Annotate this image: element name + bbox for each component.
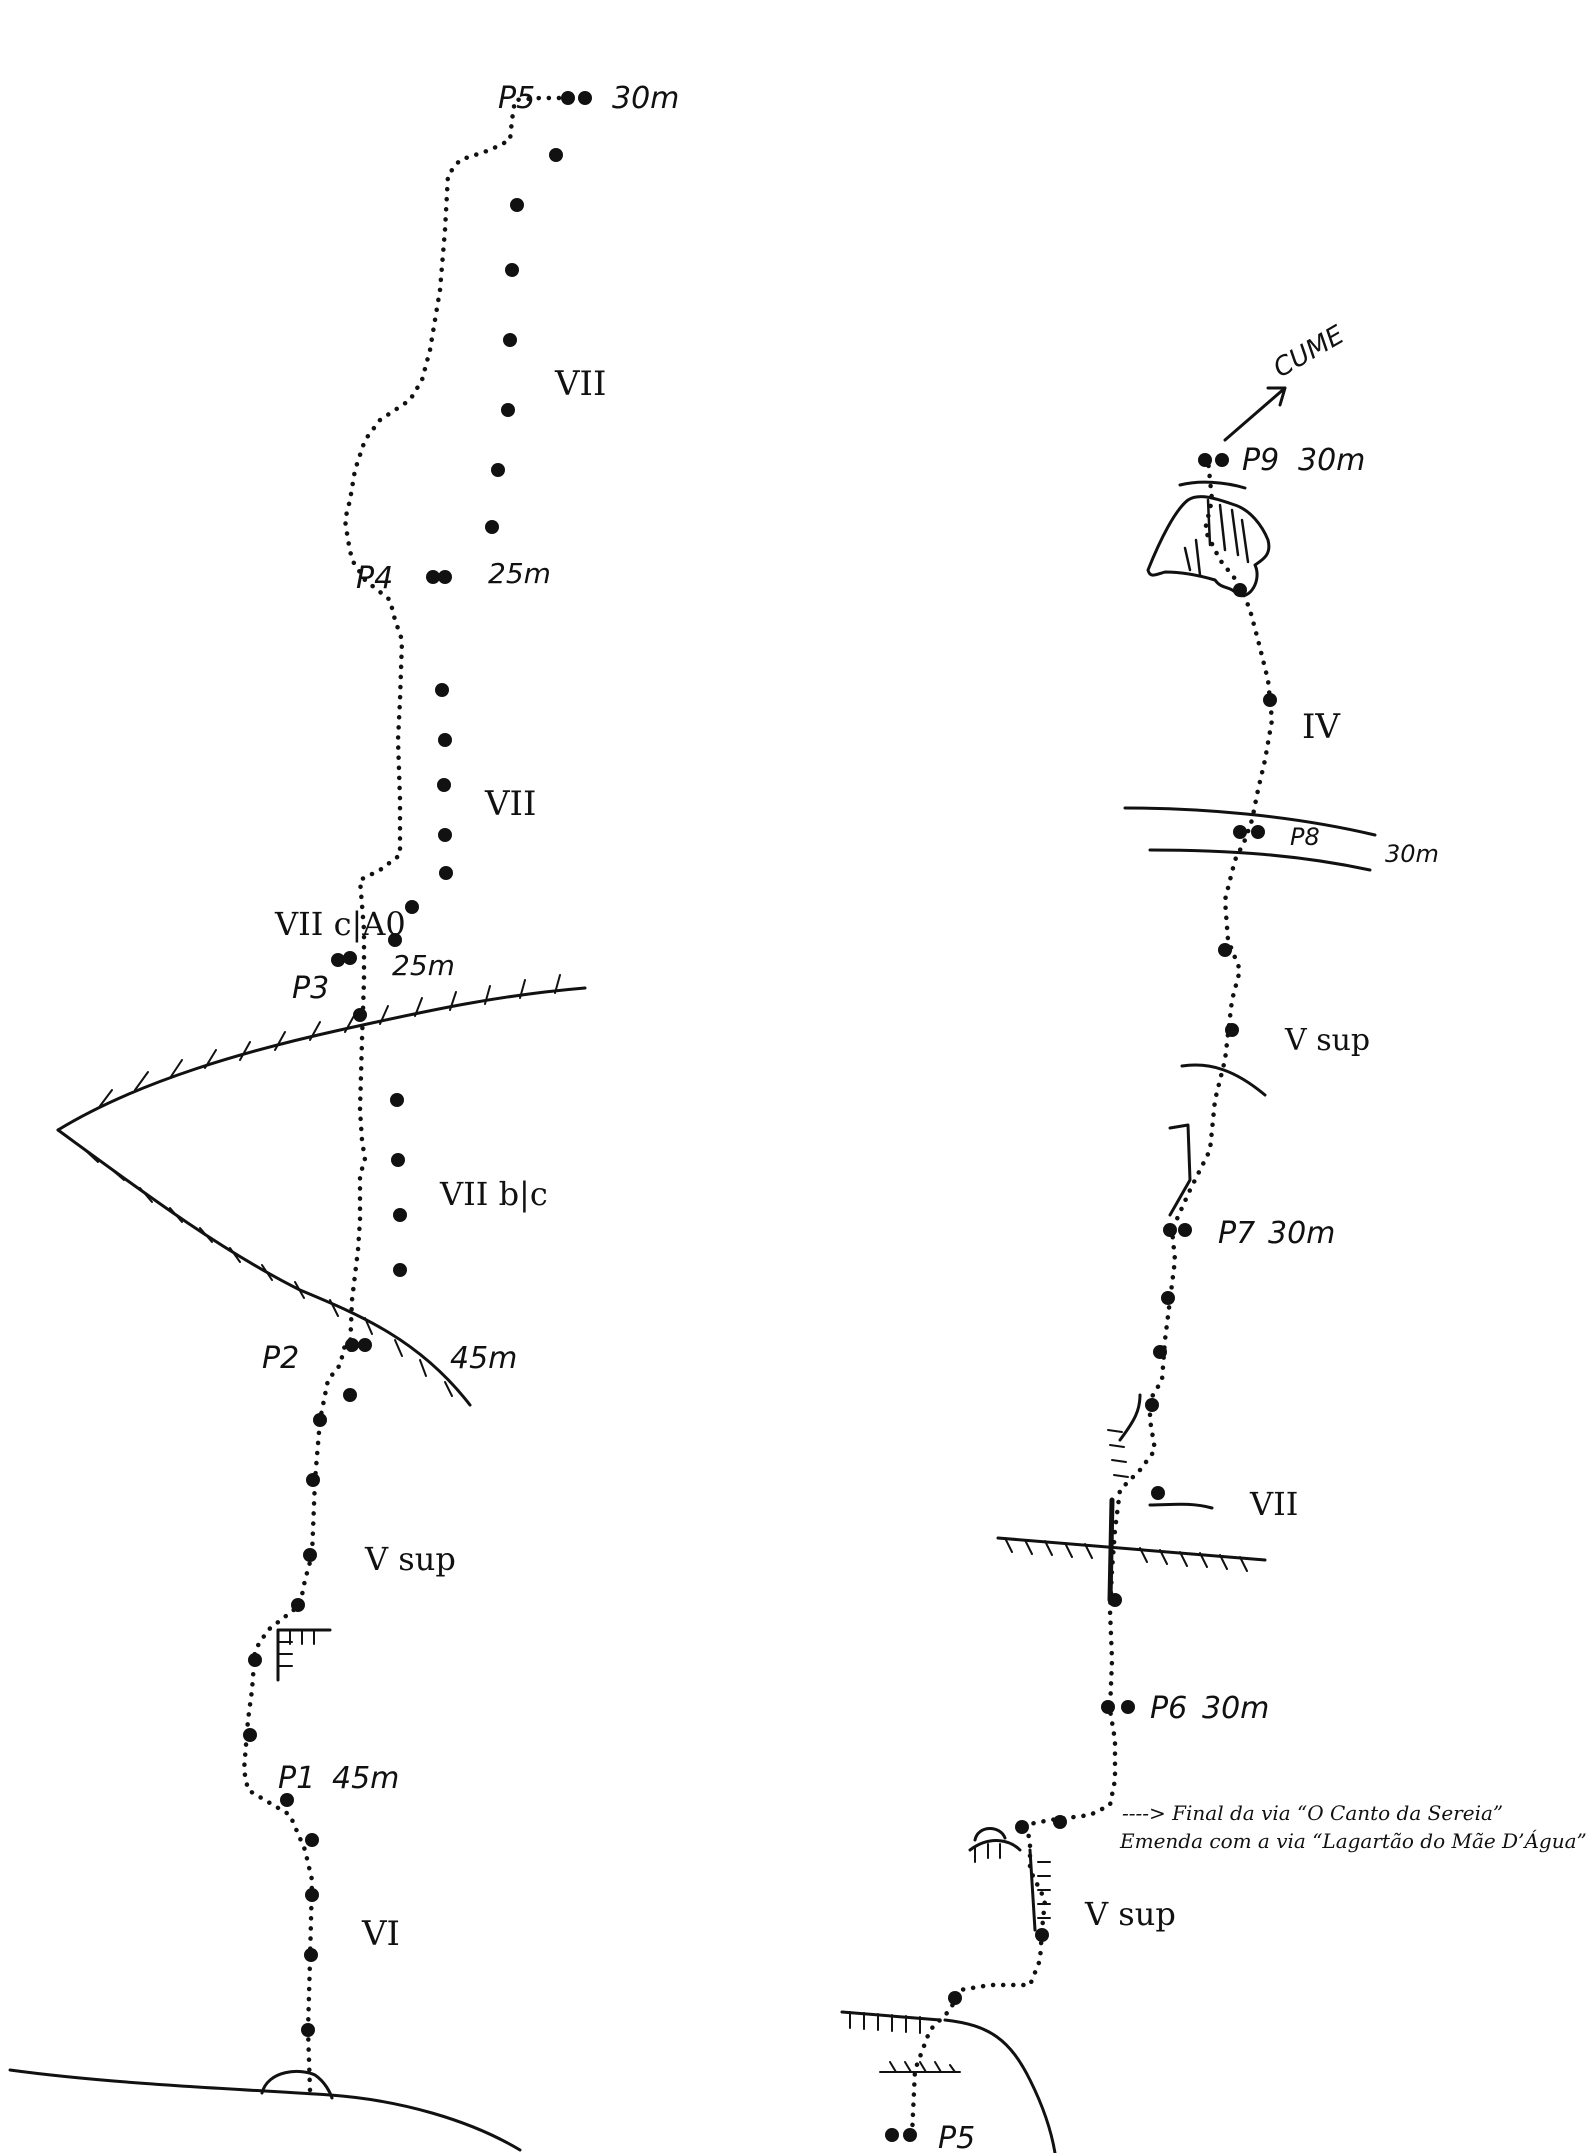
right-summit-arrow	[1223, 386, 1287, 442]
right-station-p5-label: P5	[938, 2121, 975, 2153]
right-crack-near-p7	[1168, 1123, 1192, 1217]
left-bolts	[243, 91, 592, 2037]
right-summit-label: CUME	[1269, 320, 1350, 384]
left-station-p5-length: 30m	[612, 81, 679, 116]
left-grade-2: VII	[484, 784, 536, 824]
right-lower-flake	[973, 1827, 1007, 1842]
left-station-p4-length: 25m	[488, 557, 551, 590]
right-bolts	[885, 453, 1277, 2142]
right-base-ledge-hatch	[849, 2011, 921, 2034]
right-roof-crack	[1107, 1497, 1115, 1603]
right-crack-crossing	[1180, 1063, 1267, 1097]
right-grade-1: IV	[1302, 707, 1341, 747]
right-station-p6-label: P6	[1150, 1691, 1187, 1726]
left-roof-upper-hatch	[99, 974, 561, 1107]
right-roof-ledge-hatch	[1004, 1537, 1248, 1572]
left-station-p5-label: P5	[498, 81, 535, 116]
left-ground-line	[8, 2068, 522, 2152]
right-base-slab	[943, 2018, 1057, 2153]
right-note-line-1: ----> Final da via “O Canto da Sereia”	[1122, 1801, 1503, 1825]
left-route: P5 30m VII P4 25m VII VII c|A0 P3 25m VI…	[8, 81, 679, 2152]
left-station-p3-label: P3	[292, 971, 329, 1006]
right-p8-lower-ledge	[1148, 848, 1372, 872]
right-station-p8-label: P8	[1290, 823, 1320, 851]
right-roof-side-line	[1148, 1502, 1214, 1510]
left-roof-lower-edge	[56, 1128, 472, 1407]
right-roof-flake	[1118, 1393, 1142, 1442]
right-note-line-2: Emenda com a via “Lagartão do Mãe D’Água…	[1119, 1829, 1587, 1853]
left-small-dihedral-hatch	[277, 1629, 315, 1667]
right-route: CUME P9 30m IV P8 30m V sup P7 30m VII P…	[840, 320, 1587, 2153]
right-roof-flake-hatch	[1107, 1429, 1129, 1478]
left-start-boulder	[260, 2069, 334, 2100]
right-base-small-ledge	[879, 2061, 961, 2073]
right-station-p7-label: P7	[1218, 1216, 1255, 1251]
left-route-path	[241, 95, 563, 2093]
left-grade-1: VII	[554, 364, 606, 404]
right-station-p7-length: 30m	[1268, 1216, 1335, 1251]
left-station-p3-length: 25m	[392, 949, 455, 982]
left-station-p1-length: 45m	[332, 1761, 399, 1796]
left-small-dihedral	[276, 1628, 332, 1682]
right-summit-line	[1178, 480, 1247, 490]
left-station-p2-length: 45m	[450, 1341, 517, 1376]
right-grade-3: VII	[1249, 1485, 1298, 1523]
left-station-p1-label: P1	[278, 1761, 315, 1796]
left-grade-3: VII c|A0	[274, 905, 406, 943]
right-station-p8-length: 30m	[1385, 840, 1439, 868]
right-lower-dihedral	[968, 1839, 1037, 1932]
left-grade-6: VI	[361, 1914, 400, 1954]
right-summit-bulge	[1146, 495, 1271, 598]
right-roof-ledge	[996, 1536, 1267, 1562]
right-grade-4: V sup	[1084, 1895, 1176, 1933]
right-grade-2: V sup	[1284, 1023, 1370, 1058]
left-roof-upper-edge	[56, 986, 587, 1132]
right-station-p6-length: 30m	[1202, 1691, 1269, 1726]
left-grade-4: VII b|c	[439, 1175, 548, 1213]
right-summit-arrows	[1183, 498, 1250, 577]
right-station-p9-label: P9	[1242, 443, 1279, 478]
right-station-p9-length: 30m	[1298, 443, 1365, 478]
left-station-p4-label: P4	[356, 561, 393, 596]
right-route-path	[909, 457, 1275, 2138]
right-p8-upper-ledge	[1123, 806, 1377, 837]
left-station-p2-label: P2	[262, 1341, 299, 1376]
left-grade-5: V sup	[364, 1540, 456, 1578]
left-roof-lower-hatch	[84, 1149, 453, 1397]
right-lower-dihedral-hatch	[974, 1843, 1051, 1919]
